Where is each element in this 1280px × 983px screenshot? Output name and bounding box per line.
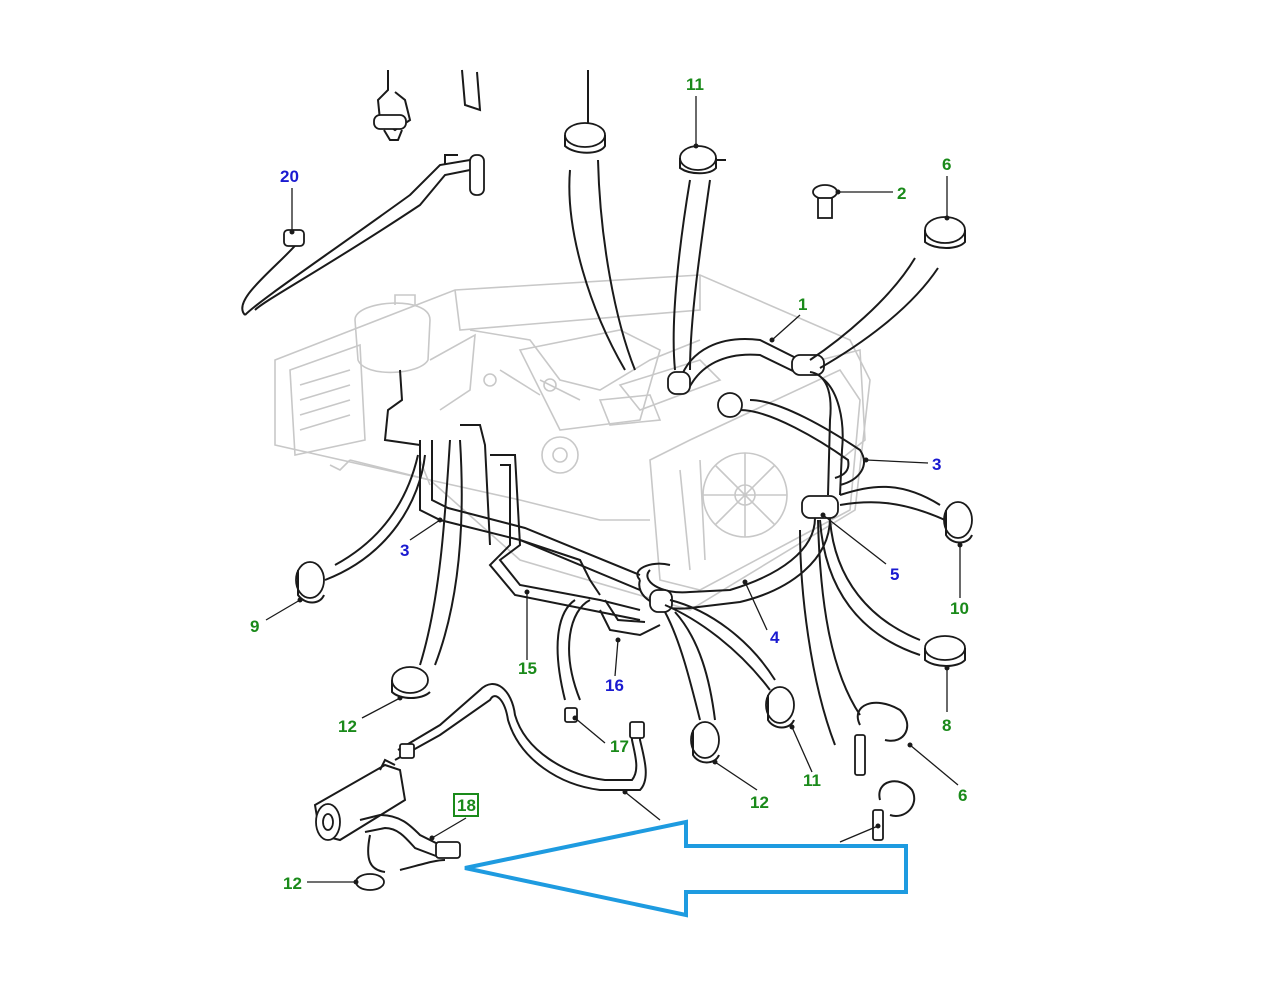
oil-cooler-assembly	[313, 683, 647, 873]
callout-12-bottom: 12	[283, 874, 302, 893]
clamp-top-center	[564, 70, 606, 154]
clamp-9	[295, 561, 325, 604]
callout-10: 10	[950, 599, 969, 618]
callout-labels: 20 11 2 6 1 3 3 5 10 4 9 15 16 12 8 17 6…	[250, 75, 969, 893]
hose-16	[519, 539, 661, 637]
clamp-12-left	[391, 666, 431, 699]
top-fitting	[373, 69, 482, 141]
bolt-2	[812, 184, 838, 219]
callout-4: 4	[770, 628, 780, 647]
clamp-icons	[295, 70, 973, 891]
callout-15: 15	[518, 659, 537, 678]
clamp-12-center	[690, 721, 720, 764]
engine-block-outline	[274, 274, 871, 611]
callout-11-top: 11	[686, 75, 704, 94]
expansion-tank	[354, 294, 431, 446]
callout-5: 5	[890, 565, 899, 584]
hose-3-right	[717, 392, 865, 486]
callout-6: 6	[958, 786, 967, 805]
strap-clip-lower	[872, 780, 916, 841]
hose-20	[241, 154, 485, 316]
highlight-arrow	[464, 819, 908, 918]
clamp-10	[943, 501, 973, 544]
clamp-8-top	[924, 216, 966, 249]
callout-12-center: 12	[750, 793, 769, 812]
clamp-8-lower	[924, 635, 966, 667]
callout-3-right: 3	[932, 455, 941, 474]
callout-18: 18	[457, 796, 476, 815]
callout-17: 17	[610, 737, 629, 756]
callout-2: 2	[897, 184, 906, 203]
clamp-11-lower	[765, 686, 795, 729]
callout-8-top: 6	[942, 155, 951, 174]
callout-20: 20	[280, 167, 299, 186]
leader-lines	[265, 96, 963, 885]
clamp-leader-curves	[324, 159, 946, 746]
callout-18-box	[453, 793, 479, 817]
callout-3-left: 3	[400, 541, 409, 560]
hose-4	[636, 495, 839, 613]
clamp-12-bottom	[355, 873, 385, 891]
callout-12-left: 12	[338, 717, 357, 736]
callout-1: 1	[798, 295, 807, 314]
strap-clip-6	[854, 701, 909, 776]
callout-8-lower: 8	[942, 716, 951, 735]
hose-3-left	[419, 424, 641, 591]
clamp-11-top	[679, 145, 726, 175]
callout-9: 9	[250, 617, 259, 636]
callout-11-lower: 11	[803, 771, 821, 790]
callout-16: 16	[605, 676, 624, 695]
